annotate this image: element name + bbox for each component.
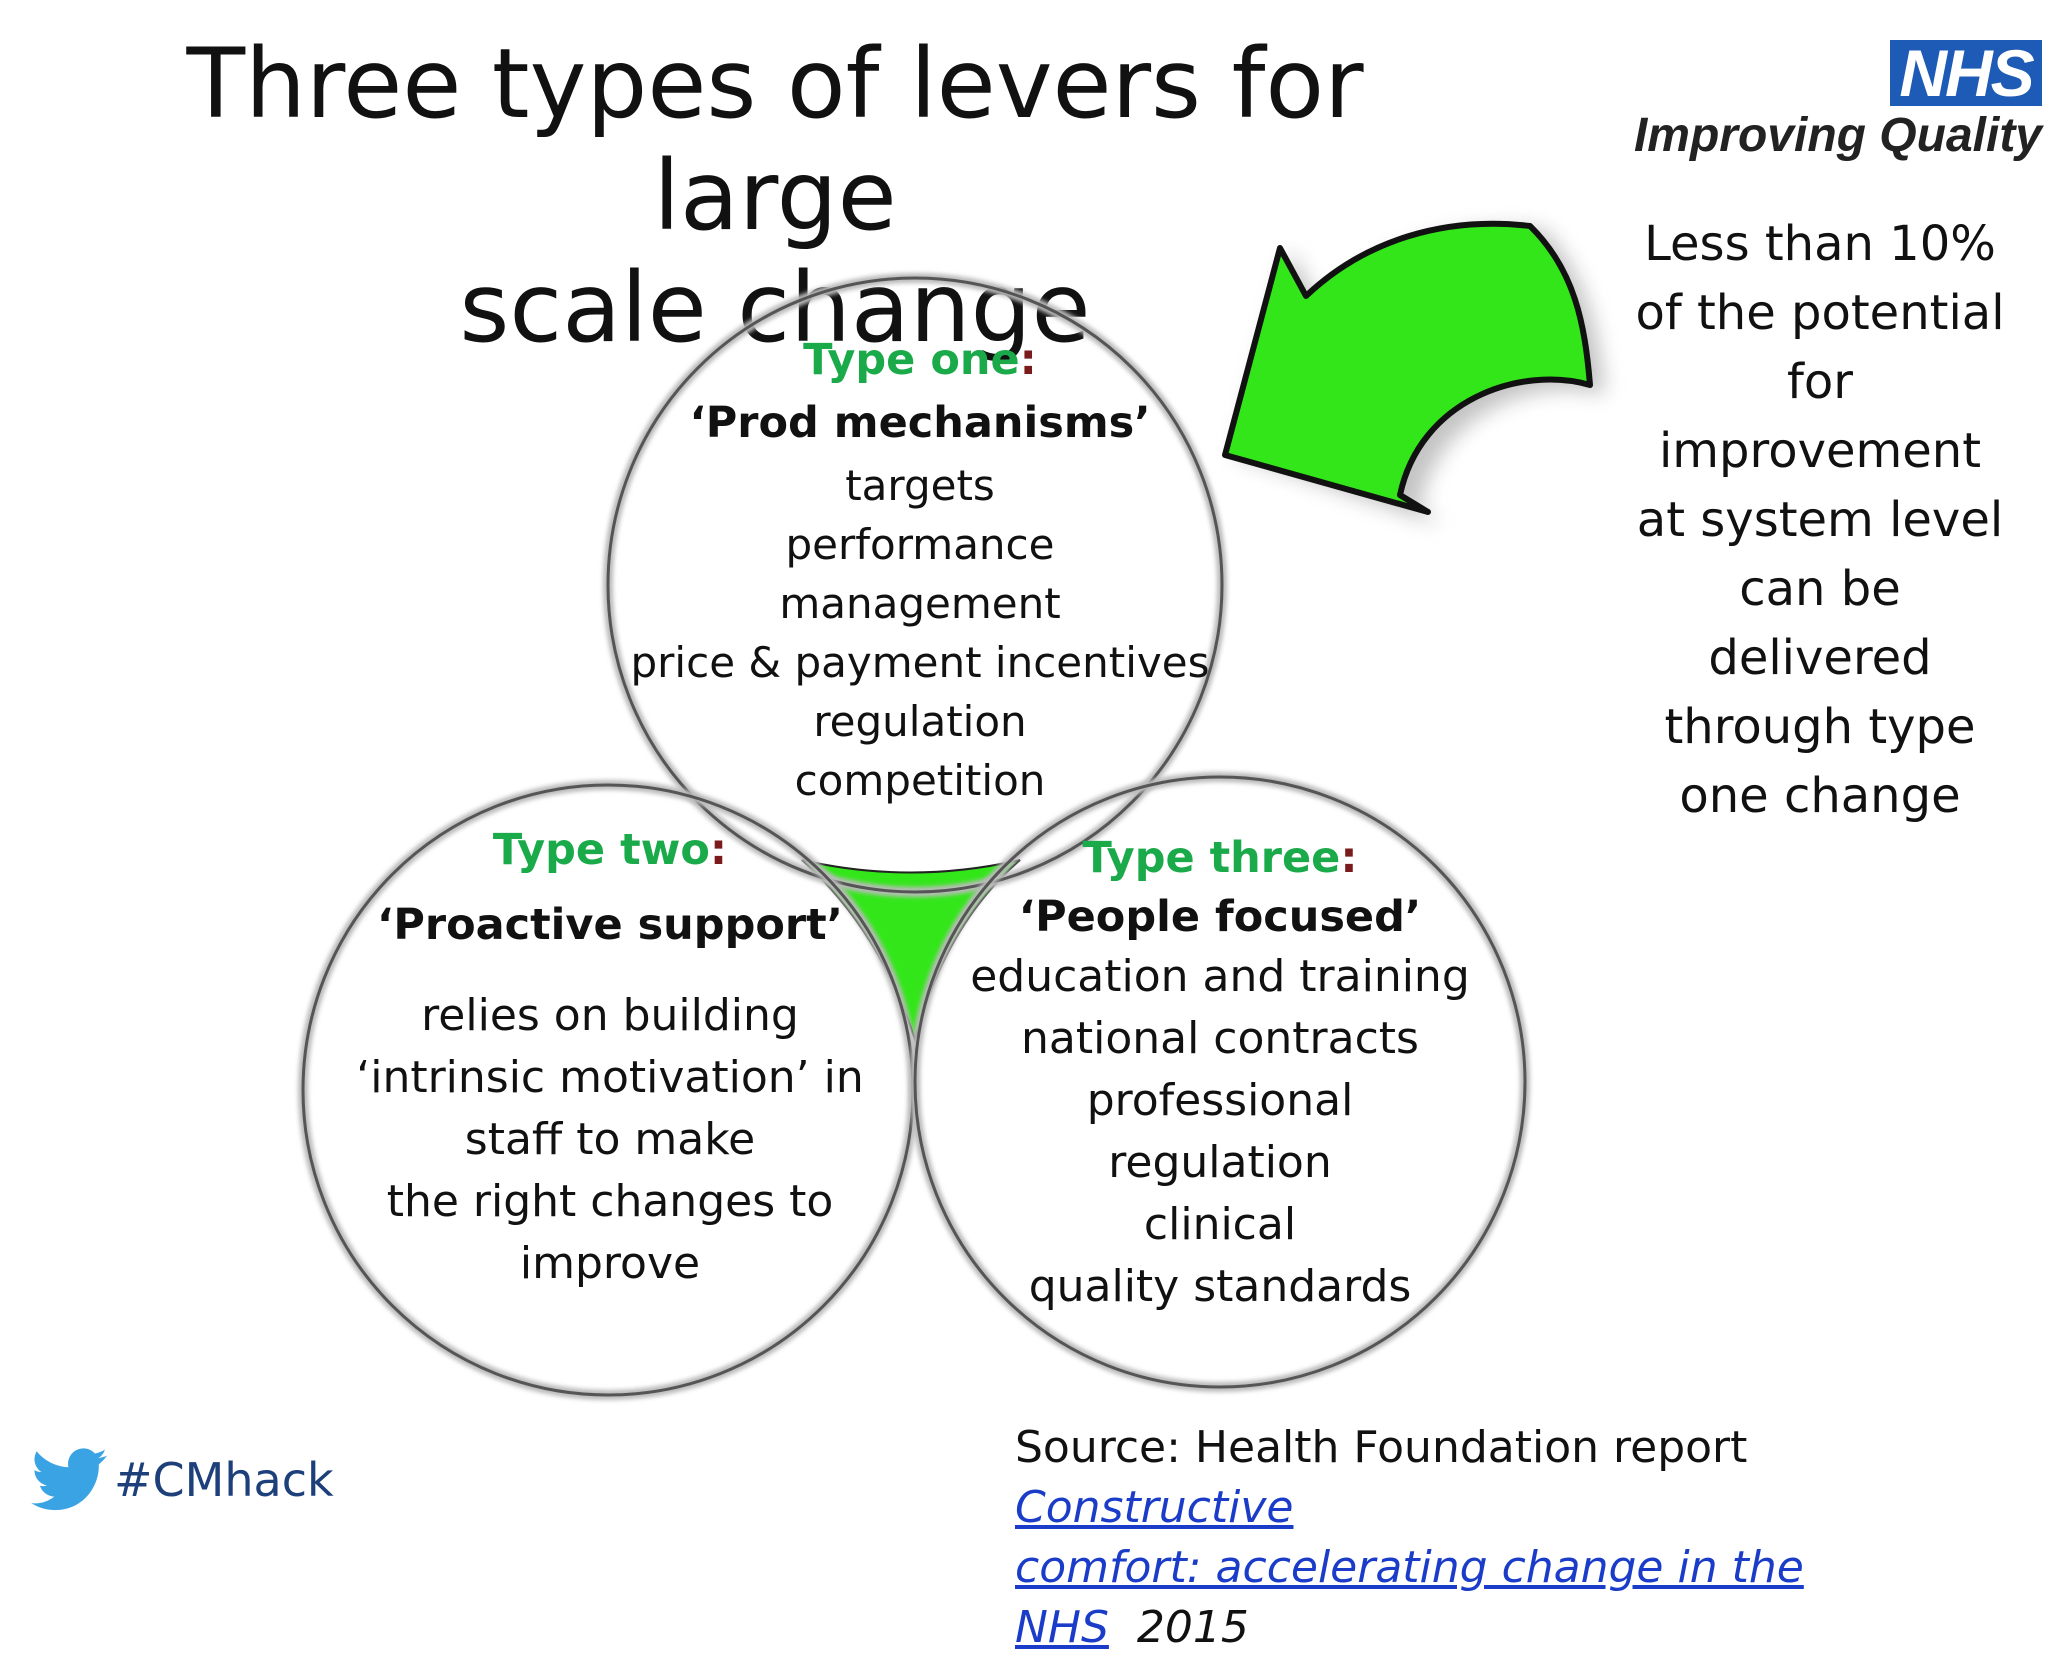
side-note-line: through type — [1664, 699, 1976, 755]
type-one-title: ‘Prod mechanisms’ — [689, 398, 1151, 448]
venn-diagram — [298, 220, 1605, 1400]
side-note-line: of the potential — [1635, 285, 2005, 341]
type-three-line: regulation — [1108, 1137, 1332, 1188]
side-note-line: Less than 10% — [1644, 216, 1996, 272]
type-two-title: ‘Proactive support’ — [377, 900, 843, 950]
type-two-line: ‘intrinsic motivation’ in — [356, 1052, 864, 1103]
twitter-hashtag: #CMhack — [30, 1445, 334, 1515]
type-three-line: quality standards — [1028, 1261, 1412, 1312]
side-note-line: at system level — [1636, 492, 2004, 548]
side-note-line: for — [1787, 354, 1853, 410]
type-two-line: the right changes to — [386, 1176, 834, 1227]
type-one-line: performance — [785, 520, 1055, 569]
type-three-text: Type three: ‘People focused’ education a… — [920, 828, 1520, 1318]
type-one-line: regulation — [813, 697, 1027, 746]
type-three-label: Type three: — [1082, 833, 1358, 883]
slide-title-line-1: Three types of levers for large — [186, 28, 1364, 252]
source-citation: Source: Health Foundation report Constru… — [1015, 1418, 2025, 1658]
type-one-label: Type one: — [803, 335, 1037, 385]
type-three-line: professional — [1086, 1075, 1354, 1126]
side-note-line: one change — [1679, 768, 1961, 824]
slide-title: Three types of levers for large scale ch… — [110, 28, 1440, 364]
side-note-line: improvement — [1658, 423, 1982, 479]
curved-arrow-icon — [1222, 220, 1605, 525]
type-two-text: Type two: ‘Proactive support’ relies on … — [300, 815, 920, 1295]
side-note: Less than 10% of the potential for impro… — [1600, 210, 2040, 831]
type-one-text: Type one: ‘Prod mechanisms’ targets perf… — [620, 330, 1220, 810]
hashtag-text: #CMhack — [114, 1453, 334, 1507]
circle-type-three — [910, 772, 1530, 1392]
type-one-line: price & payment incentives — [630, 638, 1210, 687]
type-three-line: national contracts — [1021, 1013, 1419, 1064]
type-two-label: Type two: — [492, 825, 728, 875]
type-two-line: relies on building — [421, 990, 799, 1041]
type-three-line: clinical — [1143, 1199, 1297, 1250]
nhs-logo: NHS — [1890, 40, 2042, 106]
type-three-title: ‘People focused’ — [1018, 892, 1422, 942]
nhs-tagline: Improving Quality — [1633, 109, 2042, 162]
type-three-line: education and training — [970, 951, 1470, 1002]
type-two-line: staff to make — [464, 1114, 756, 1165]
twitter-bird-icon — [31, 1448, 108, 1511]
circle-type-one — [603, 273, 1227, 897]
type-one-line: targets — [845, 461, 995, 510]
source-prefix: Source: Health Foundation report — [1015, 1422, 1748, 1473]
type-one-line: competition — [794, 756, 1046, 805]
side-note-line: can be — [1739, 561, 1901, 617]
side-note-line: delivered — [1708, 630, 1932, 686]
type-two-line: improve — [519, 1238, 701, 1289]
source-year: 2015 — [1136, 1602, 1249, 1653]
type-one-line: management — [779, 579, 1061, 628]
